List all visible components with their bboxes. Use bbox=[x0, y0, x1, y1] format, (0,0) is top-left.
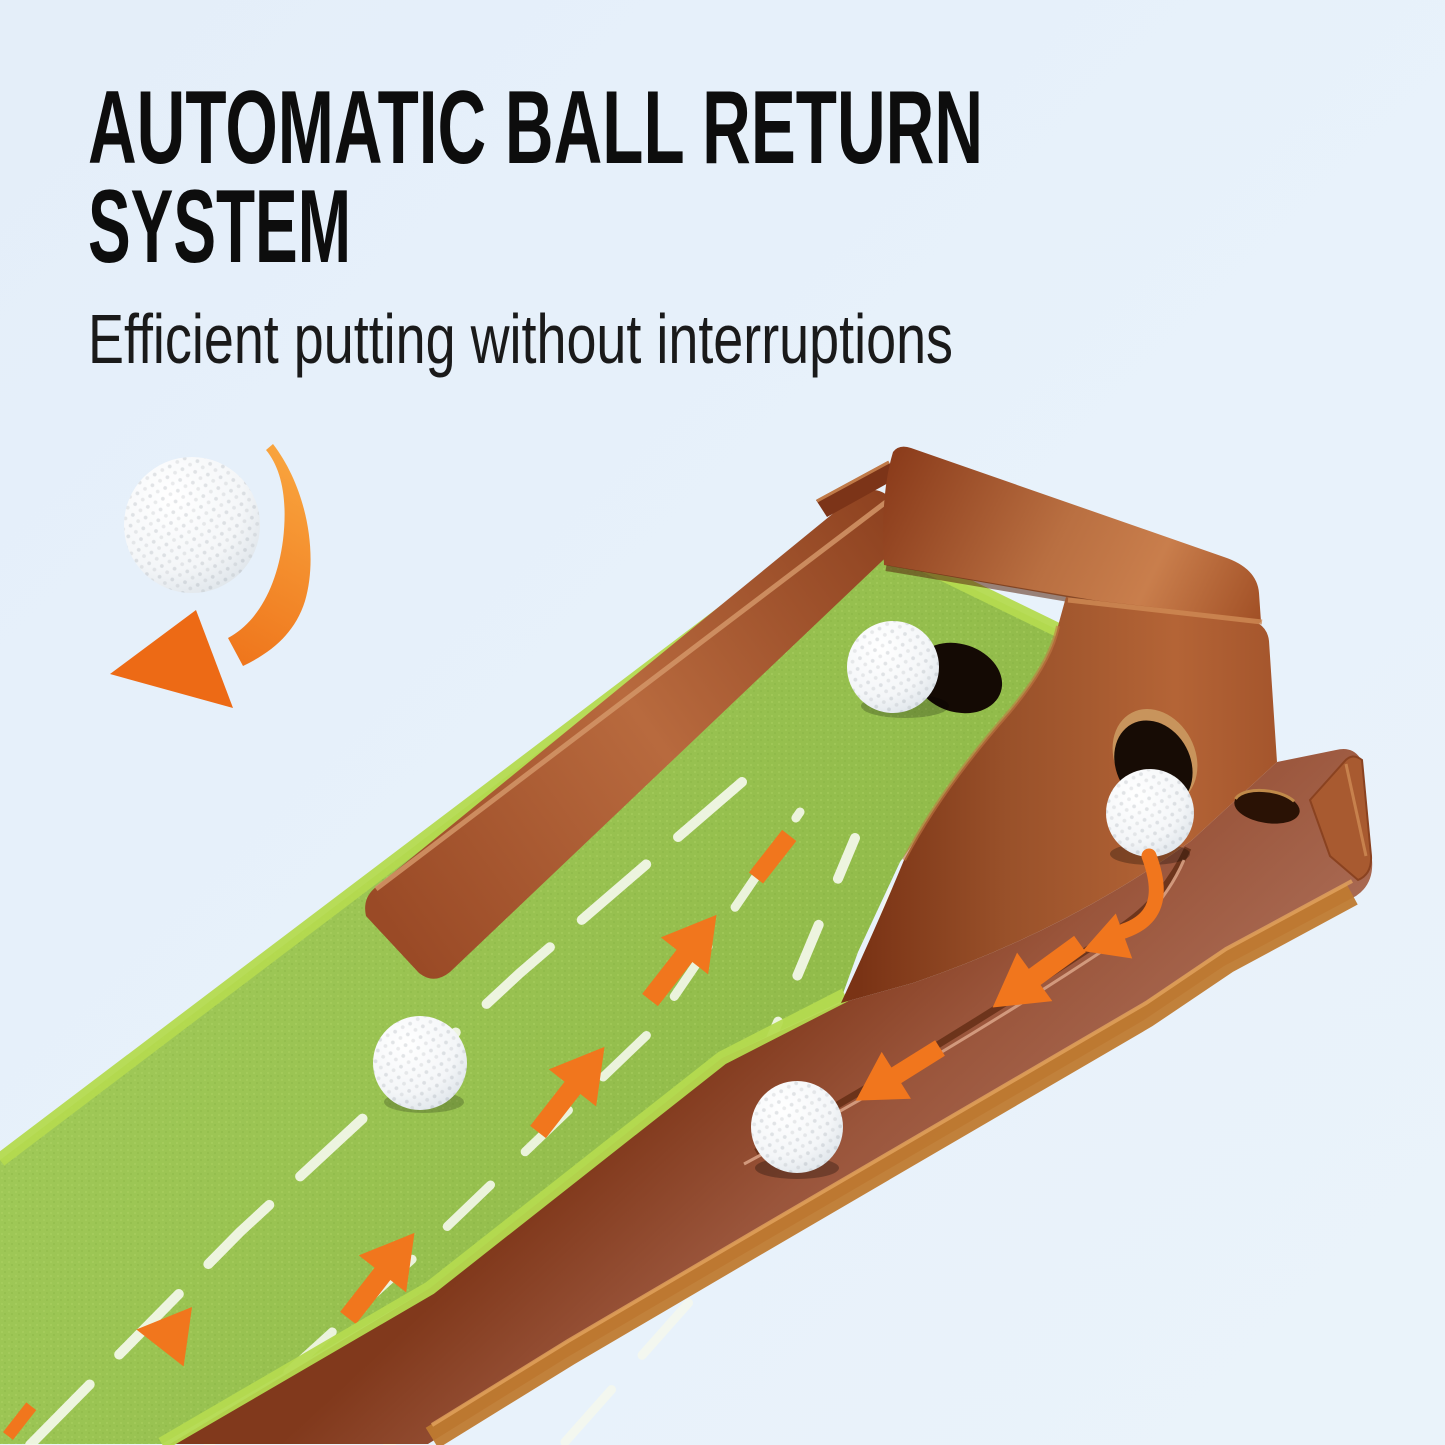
lip-highlight bbox=[1344, 763, 1368, 857]
panel-top-highlight bbox=[1067, 597, 1263, 625]
rail-highlight bbox=[374, 500, 888, 891]
turf-border bbox=[158, 988, 849, 1445]
page-title-line1: AUTOMATIC BALL RETURN bbox=[88, 70, 983, 186]
lane-line bbox=[25, 777, 747, 1445]
flying-ball-graphic bbox=[110, 444, 311, 708]
curved-return-arrow-icon bbox=[228, 444, 311, 666]
base-edge-highlight bbox=[430, 879, 1353, 1427]
box-left-wall bbox=[816, 461, 899, 517]
curved-return-arrowhead-icon bbox=[1082, 913, 1133, 959]
back-wall bbox=[883, 446, 1261, 628]
curved-return-arrowhead-icon bbox=[110, 610, 233, 708]
base-right-lip bbox=[1308, 755, 1373, 882]
return-direction-arrows bbox=[841, 848, 1164, 1125]
golf-ball-dimples bbox=[1106, 769, 1194, 857]
panel-edge-highlight bbox=[902, 625, 1060, 861]
page-subtitle: Efficient putting without interruptions bbox=[88, 300, 953, 378]
left-wood-rail bbox=[365, 489, 901, 979]
golf-ball-dimples bbox=[124, 457, 260, 593]
right-side-panel bbox=[841, 597, 1277, 1003]
box-left-wall-highlight bbox=[816, 460, 890, 503]
page-title-line2: SYSTEM bbox=[88, 169, 351, 285]
header: AUTOMATIC BALL RETURN SYSTEM Efficient p… bbox=[88, 70, 983, 378]
golf-ball-dimples bbox=[847, 621, 939, 713]
lane-line bbox=[203, 807, 805, 1445]
golf-ball-dimples bbox=[373, 1016, 467, 1110]
putter-holder-hole bbox=[1232, 788, 1302, 826]
base-edge-strip bbox=[425, 883, 1358, 1445]
putting-mat-product bbox=[0, 446, 1373, 1445]
golf-ball-dimples bbox=[751, 1081, 843, 1173]
curved-return-arrow-icon bbox=[1116, 848, 1164, 939]
